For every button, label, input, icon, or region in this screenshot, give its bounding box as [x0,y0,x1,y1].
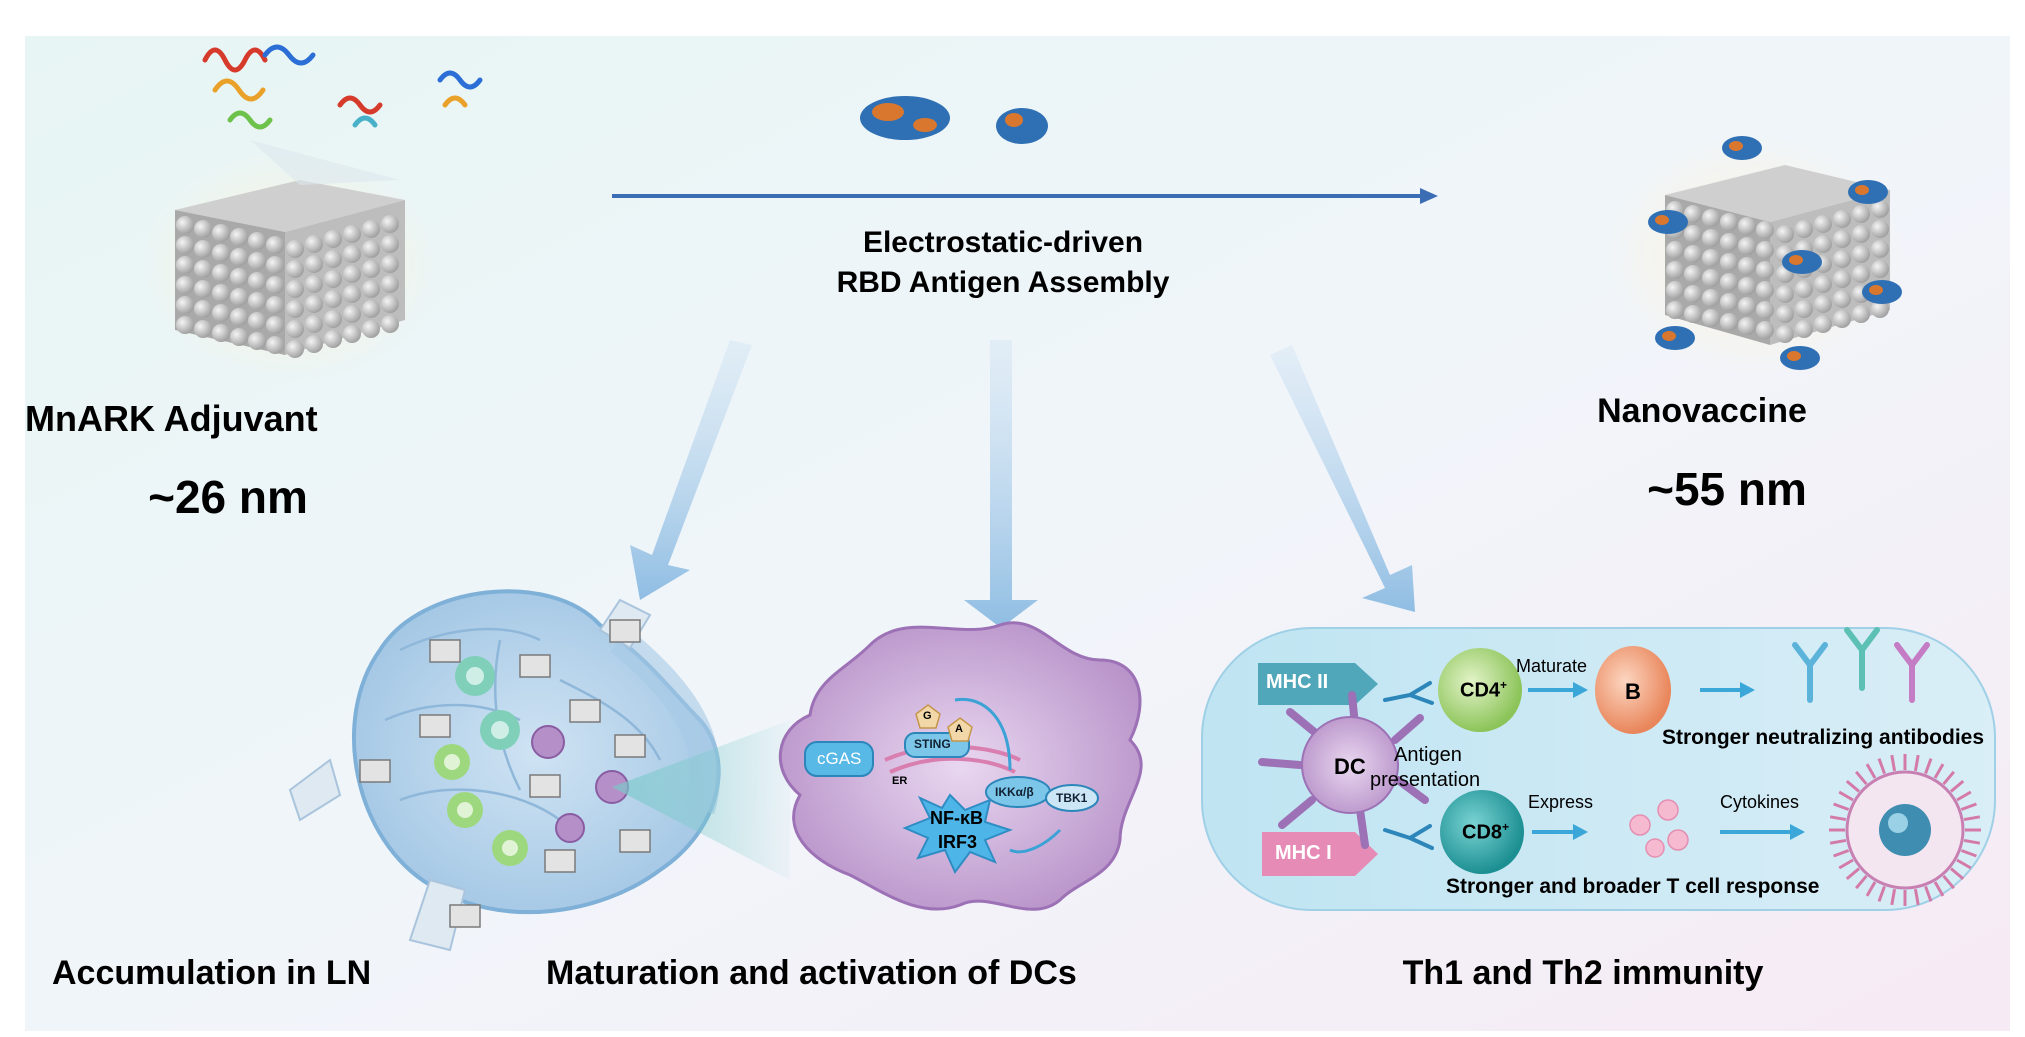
cgas-label: cGAS [817,749,862,768]
irf3-label: IRF3 [938,832,978,852]
a-label: A [955,723,963,735]
sting-label: STING [914,737,951,751]
cytokines-label: Cytokines [1720,792,1800,812]
cgas-box [804,741,874,777]
g-label: G [923,710,932,722]
dc-small-cell [1258,691,1429,849]
nfkb-burst [902,793,1013,874]
er-label: ER [892,775,908,787]
cd4-text: CD4 [1460,679,1501,702]
antibodies-label: Stronger neutralizing antibodies [1662,726,1985,749]
tbk1-box [1045,784,1099,812]
antigen-label-line1: Antigen [1394,744,1462,766]
mhc2-tag [1258,663,1378,705]
rbd-antigen-graphic [860,96,1048,144]
immunity-label: Th1 and Th2 immunity [1402,954,1764,992]
target-cell-graphic [1829,754,1981,906]
mhc2-label: MHC II [1266,671,1329,693]
cd8-label: CD8+ [1462,820,1509,845]
express-label: Express [1528,792,1594,812]
adjuvant-label: MnARK Adjuvant [25,398,318,439]
nanovaccine-size: ~55 nm [1647,463,1807,515]
assembly-label-line1: Electrostatic-driven [862,226,1144,259]
cd8-cell [1440,790,1524,874]
antigen-label-line2: presentation [1370,769,1481,791]
cd8-sup: + [1502,820,1510,834]
cd4-sup: + [1500,678,1508,692]
dc-label: Maturation and activation of DCs [546,954,1077,992]
lymph-node-graphic [288,589,790,952]
a-pentagon [947,717,973,742]
assembly-arrow-head [1420,188,1438,204]
mhc1-tag [1262,832,1378,876]
ikk-label: IKKα/β [995,785,1034,799]
cd8-text: CD8 [1462,821,1503,844]
arrow-to-immunity [1270,345,1415,612]
nanovaccine-graphic [1605,135,1905,375]
tbk1-label: TBK1 [1056,791,1088,805]
arrow-to-ln [630,340,752,600]
nfkb-label: NF-κB [930,808,984,828]
cd4-cell [1438,648,1522,732]
b-cell [1595,646,1671,734]
mnark-adjuvant-graphic [140,44,483,380]
maturate-label: Maturate [1516,656,1588,676]
tcell-label: Stronger and broader T cell response [1446,875,1820,898]
cd4-label: CD4+ [1460,678,1507,703]
mhc1-label: MHC I [1275,842,1332,864]
nanovaccine-label: Nanovaccine [1597,392,1807,430]
arrow-to-dc [964,340,1038,628]
ln-label: Accumulation in LN [52,954,372,992]
adjuvant-size: ~26 nm [148,471,308,523]
g-pentagon [915,704,941,729]
b-cell-label: B [1625,679,1641,704]
dc-small-label: DC [1334,754,1366,779]
assembly-label-line2: RBD Antigen Assembly [836,266,1170,299]
